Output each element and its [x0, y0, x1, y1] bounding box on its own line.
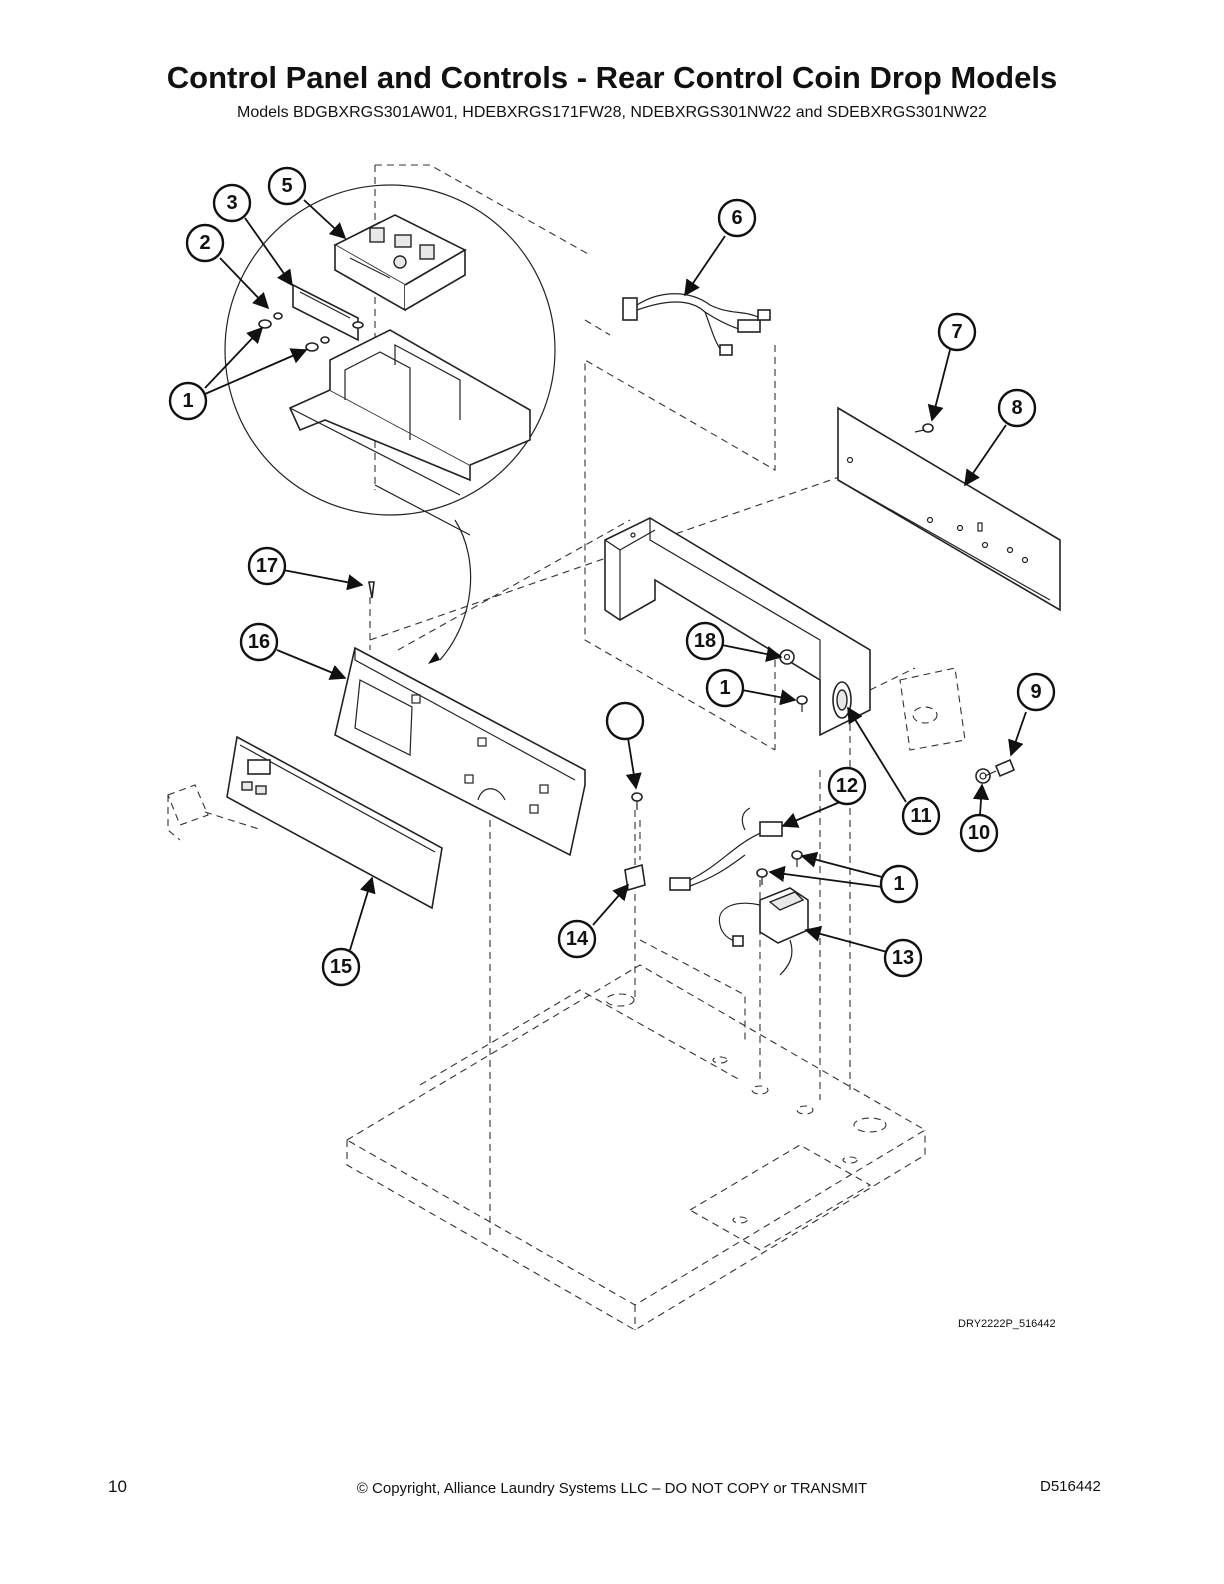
callout-12: 13	[883, 938, 923, 978]
svg-text:3: 3	[226, 192, 237, 214]
page-title: Control Panel and Controls - Rear Contro…	[166, 60, 1058, 95]
svg-text:2: 2	[199, 232, 210, 254]
callout-7: 8	[997, 388, 1037, 428]
control-panel	[334, 646, 586, 857]
callout-14: 15	[321, 947, 361, 987]
callout-10: 11	[901, 796, 941, 836]
svg-text:1: 1	[719, 677, 730, 699]
callout-18	[605, 701, 645, 741]
svg-text:18: 18	[694, 630, 716, 652]
page-number: 10	[108, 1477, 127, 1496]
callout-1-detail: 1	[168, 381, 208, 421]
svg-text:16: 16	[248, 631, 270, 653]
svg-text:8: 8	[1011, 397, 1022, 419]
callout-2: 2	[185, 223, 225, 263]
coin-drop-plate	[899, 667, 966, 751]
screw-18	[631, 792, 643, 810]
svg-text:1: 1	[182, 390, 193, 412]
copyright-notice: © Copyright, Alliance Laundry Systems LL…	[356, 1480, 868, 1497]
callout-1-console: 1	[705, 668, 745, 708]
star-washer-17	[779, 649, 795, 665]
bolt-8	[984, 758, 1016, 778]
screw-1-console	[796, 695, 808, 712]
callout-13: 14	[557, 919, 597, 959]
callout-15: 16	[239, 622, 279, 662]
transformer	[718, 887, 809, 976]
screws-1-transformer	[756, 850, 803, 885]
control-overlay	[226, 735, 443, 910]
callout-1-transformer: 1	[879, 864, 919, 904]
document-code: D516442	[1040, 1478, 1101, 1495]
detail-magnifier-circle	[224, 184, 556, 664]
cabinet-top-outline	[345, 964, 927, 1331]
detail-panel-section	[288, 329, 531, 536]
svg-text:17: 17	[256, 555, 278, 577]
svg-text:15: 15	[330, 956, 352, 978]
wire-harness-11	[669, 807, 783, 891]
svg-text:1: 1	[893, 873, 904, 895]
detail-screws	[258, 312, 364, 352]
callout-16: 17	[247, 546, 287, 586]
callout-5: 6	[717, 198, 757, 238]
clip-13	[624, 863, 646, 892]
screw-6	[914, 423, 934, 433]
callout-9: 10	[959, 813, 999, 853]
callout-17: 18	[685, 621, 725, 661]
svg-text:12: 12	[836, 775, 858, 797]
svg-text:13: 13	[892, 947, 914, 969]
wire-harness-5	[622, 293, 771, 356]
page-subtitle: Models BDGBXRGS301AW01, HDEBXRGS171FW28,…	[237, 104, 987, 121]
callout-8: 9	[1016, 672, 1056, 712]
assembly-lines	[204, 164, 916, 1240]
svg-text:11: 11	[910, 805, 931, 827]
figure-id: DRY2222P_516442	[958, 1318, 1056, 1330]
svg-text:14: 14	[566, 928, 589, 950]
svg-text:5: 5	[281, 175, 292, 197]
svg-text:6: 6	[731, 207, 742, 229]
callout-11: 12	[827, 766, 867, 806]
callout-4: 5	[267, 166, 307, 206]
rear-panel	[837, 406, 1061, 612]
board-bracket	[292, 283, 359, 342]
control-board	[333, 214, 467, 312]
screw-16	[368, 581, 375, 599]
svg-text:7: 7	[951, 321, 962, 343]
keypad-connector	[167, 784, 209, 841]
callout-6: 7	[937, 312, 977, 352]
lock-nut-9	[975, 768, 991, 784]
svg-text:10: 10	[968, 822, 990, 844]
callout-3: 3	[212, 183, 252, 223]
console-frame	[604, 517, 871, 737]
svg-text:9: 9	[1030, 681, 1041, 703]
callout-leaders	[204, 199, 1027, 953]
